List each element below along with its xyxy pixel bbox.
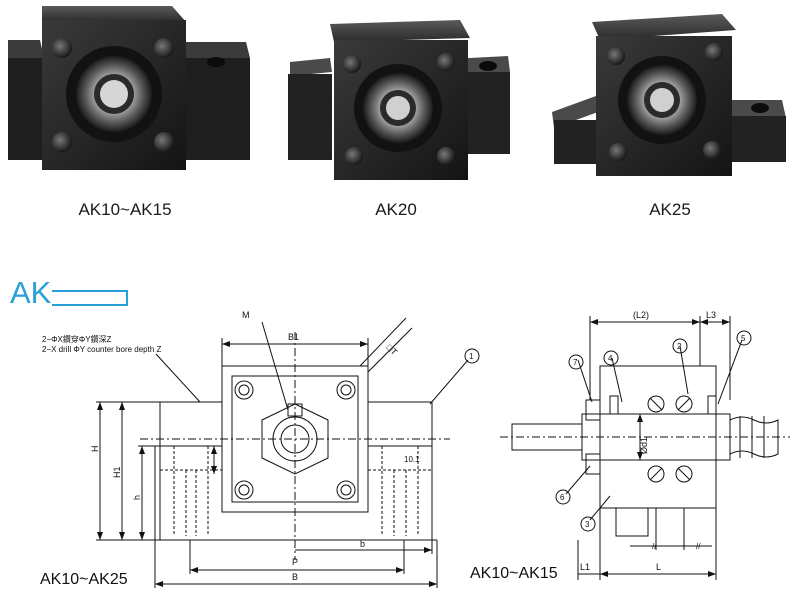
section-view-drawing: [500, 316, 790, 580]
section-title: AK: [10, 275, 52, 310]
product-photo-ak25: [552, 14, 786, 176]
label-l2: (L2): [633, 310, 649, 320]
label-l: L: [656, 562, 661, 572]
label-dt: □T: [385, 342, 400, 357]
label-b: B: [292, 572, 298, 582]
part-callout-4: 4: [608, 354, 613, 363]
label-b-small: b: [360, 539, 365, 549]
product-photo-ak10-ak15: [8, 6, 250, 170]
front-view-caption: AK10~AK25: [40, 571, 128, 588]
part-callout-7: 7: [573, 358, 578, 367]
label-b1: B1: [288, 332, 299, 342]
parallel-mark-right: //: [696, 542, 701, 551]
label-h1: H1: [112, 466, 122, 478]
section-view-caption: AK10~AK15: [470, 565, 558, 582]
label-l3: L3: [706, 310, 716, 320]
section-view-arrowheads: [590, 319, 730, 577]
front-view-arrowheads: [97, 341, 437, 587]
note-chinese: 2−ΦX鑽穿ΦY鑽深Z: [42, 334, 112, 344]
front-view-drawing: [96, 317, 480, 588]
label-l1: L1: [580, 562, 590, 572]
parallel-mark-left: //: [652, 542, 657, 551]
product-photo-ak20: [288, 20, 510, 180]
part-callout-6: 6: [560, 493, 565, 502]
note-english: 2−X drill ΦY counter bore depth Z: [42, 345, 162, 354]
photo-caption-ak25: AK25: [649, 200, 691, 219]
section-view-labels: (L2) L3 Ød1 L1 L // // 7 4 2 5 6 3: [560, 310, 746, 572]
section-title-rule: [52, 290, 128, 306]
label-h: H: [90, 446, 100, 453]
photo-caption-ak10-ak15: AK10~AK15: [78, 200, 172, 219]
label-h-small: h: [132, 495, 142, 500]
label-p: P: [292, 557, 298, 567]
label-10-1: 10.1: [404, 455, 420, 464]
part-callout-3: 3: [585, 520, 590, 529]
part-callout-5: 5: [741, 334, 746, 343]
photo-caption-ak20: AK20: [375, 200, 417, 219]
label-m: M: [242, 310, 250, 320]
label-d1: Ød1: [639, 437, 649, 454]
part-callout-1: 1: [469, 352, 474, 361]
part-callout-2: 2: [677, 342, 682, 351]
